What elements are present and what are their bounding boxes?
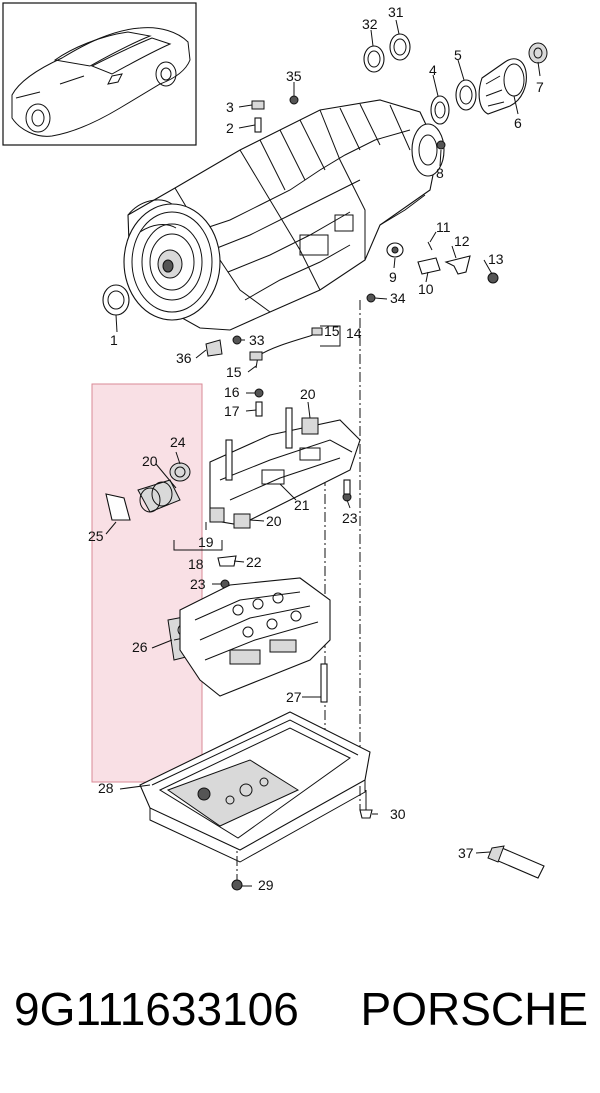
callout-label: 18 [188, 556, 204, 572]
callout-label: 27 [286, 689, 302, 705]
callout-label: 5 [454, 47, 462, 63]
callout-label: 12 [454, 233, 470, 249]
leader-lines [105, 19, 541, 887]
callout-label: 20 [142, 453, 158, 469]
fasteners [102, 95, 499, 891]
callout-label: 4 [429, 62, 437, 78]
callout-label: 17 [224, 403, 240, 419]
footer: 9G111633106 PORSCHE [0, 982, 600, 1052]
solenoid-harness-assembly [209, 388, 361, 529]
callout-label: 8 [436, 165, 444, 181]
callout-label: 2 [226, 120, 234, 136]
transmission-housing [123, 99, 445, 331]
callout-label: 15 [226, 364, 242, 380]
callout-label: 19 [198, 534, 214, 550]
callout-label: 13 [488, 251, 504, 267]
callout-label: 10 [418, 281, 434, 297]
callout-label: 31 [388, 4, 404, 20]
callout-label: 33 [249, 332, 265, 348]
small-clip-parts [217, 555, 237, 589]
callout-label: 26 [132, 639, 148, 655]
callout-labels: 1 2 3 4 5 6 7 8 9 10 11 12 13 14 15 15 1… [88, 4, 544, 893]
callout-label: 30 [390, 806, 406, 822]
callout-label: 24 [170, 434, 186, 450]
callout-label: 11 [436, 219, 451, 235]
callout-label: 16 [224, 384, 240, 400]
vehicle-thumbnail [2, 2, 197, 146]
callout-label: 35 [286, 68, 302, 84]
callout-label: 34 [390, 290, 406, 306]
callout-label: 23 [190, 576, 206, 592]
callout-label: 36 [176, 350, 192, 366]
callout-label: 3 [226, 99, 234, 115]
callout-label: 22 [246, 554, 262, 570]
sealant-tube [487, 845, 545, 879]
callout-label: 21 [294, 497, 310, 513]
callout-label: 29 [258, 877, 274, 893]
part-number: 9G111633106 [14, 983, 299, 1035]
callout-label: 14 [346, 325, 362, 341]
callout-label: 9 [389, 269, 397, 285]
brand-name: PORSCHE [360, 983, 588, 1035]
callout-label: 15 [324, 323, 340, 339]
callout-label: 37 [458, 845, 474, 861]
callout-label: 32 [362, 16, 378, 32]
callout-label: 23 [342, 510, 358, 526]
callout-label: 1 [110, 332, 118, 348]
callout-label: 25 [88, 528, 104, 544]
callout-label: 20 [300, 386, 316, 402]
oil-pan [139, 711, 371, 863]
callout-label: 6 [514, 115, 522, 131]
oil-line [205, 327, 323, 369]
callout-label: 7 [536, 79, 544, 95]
callout-label: 20 [266, 513, 282, 529]
valve-body [179, 577, 331, 703]
callout-label: 28 [98, 780, 114, 796]
